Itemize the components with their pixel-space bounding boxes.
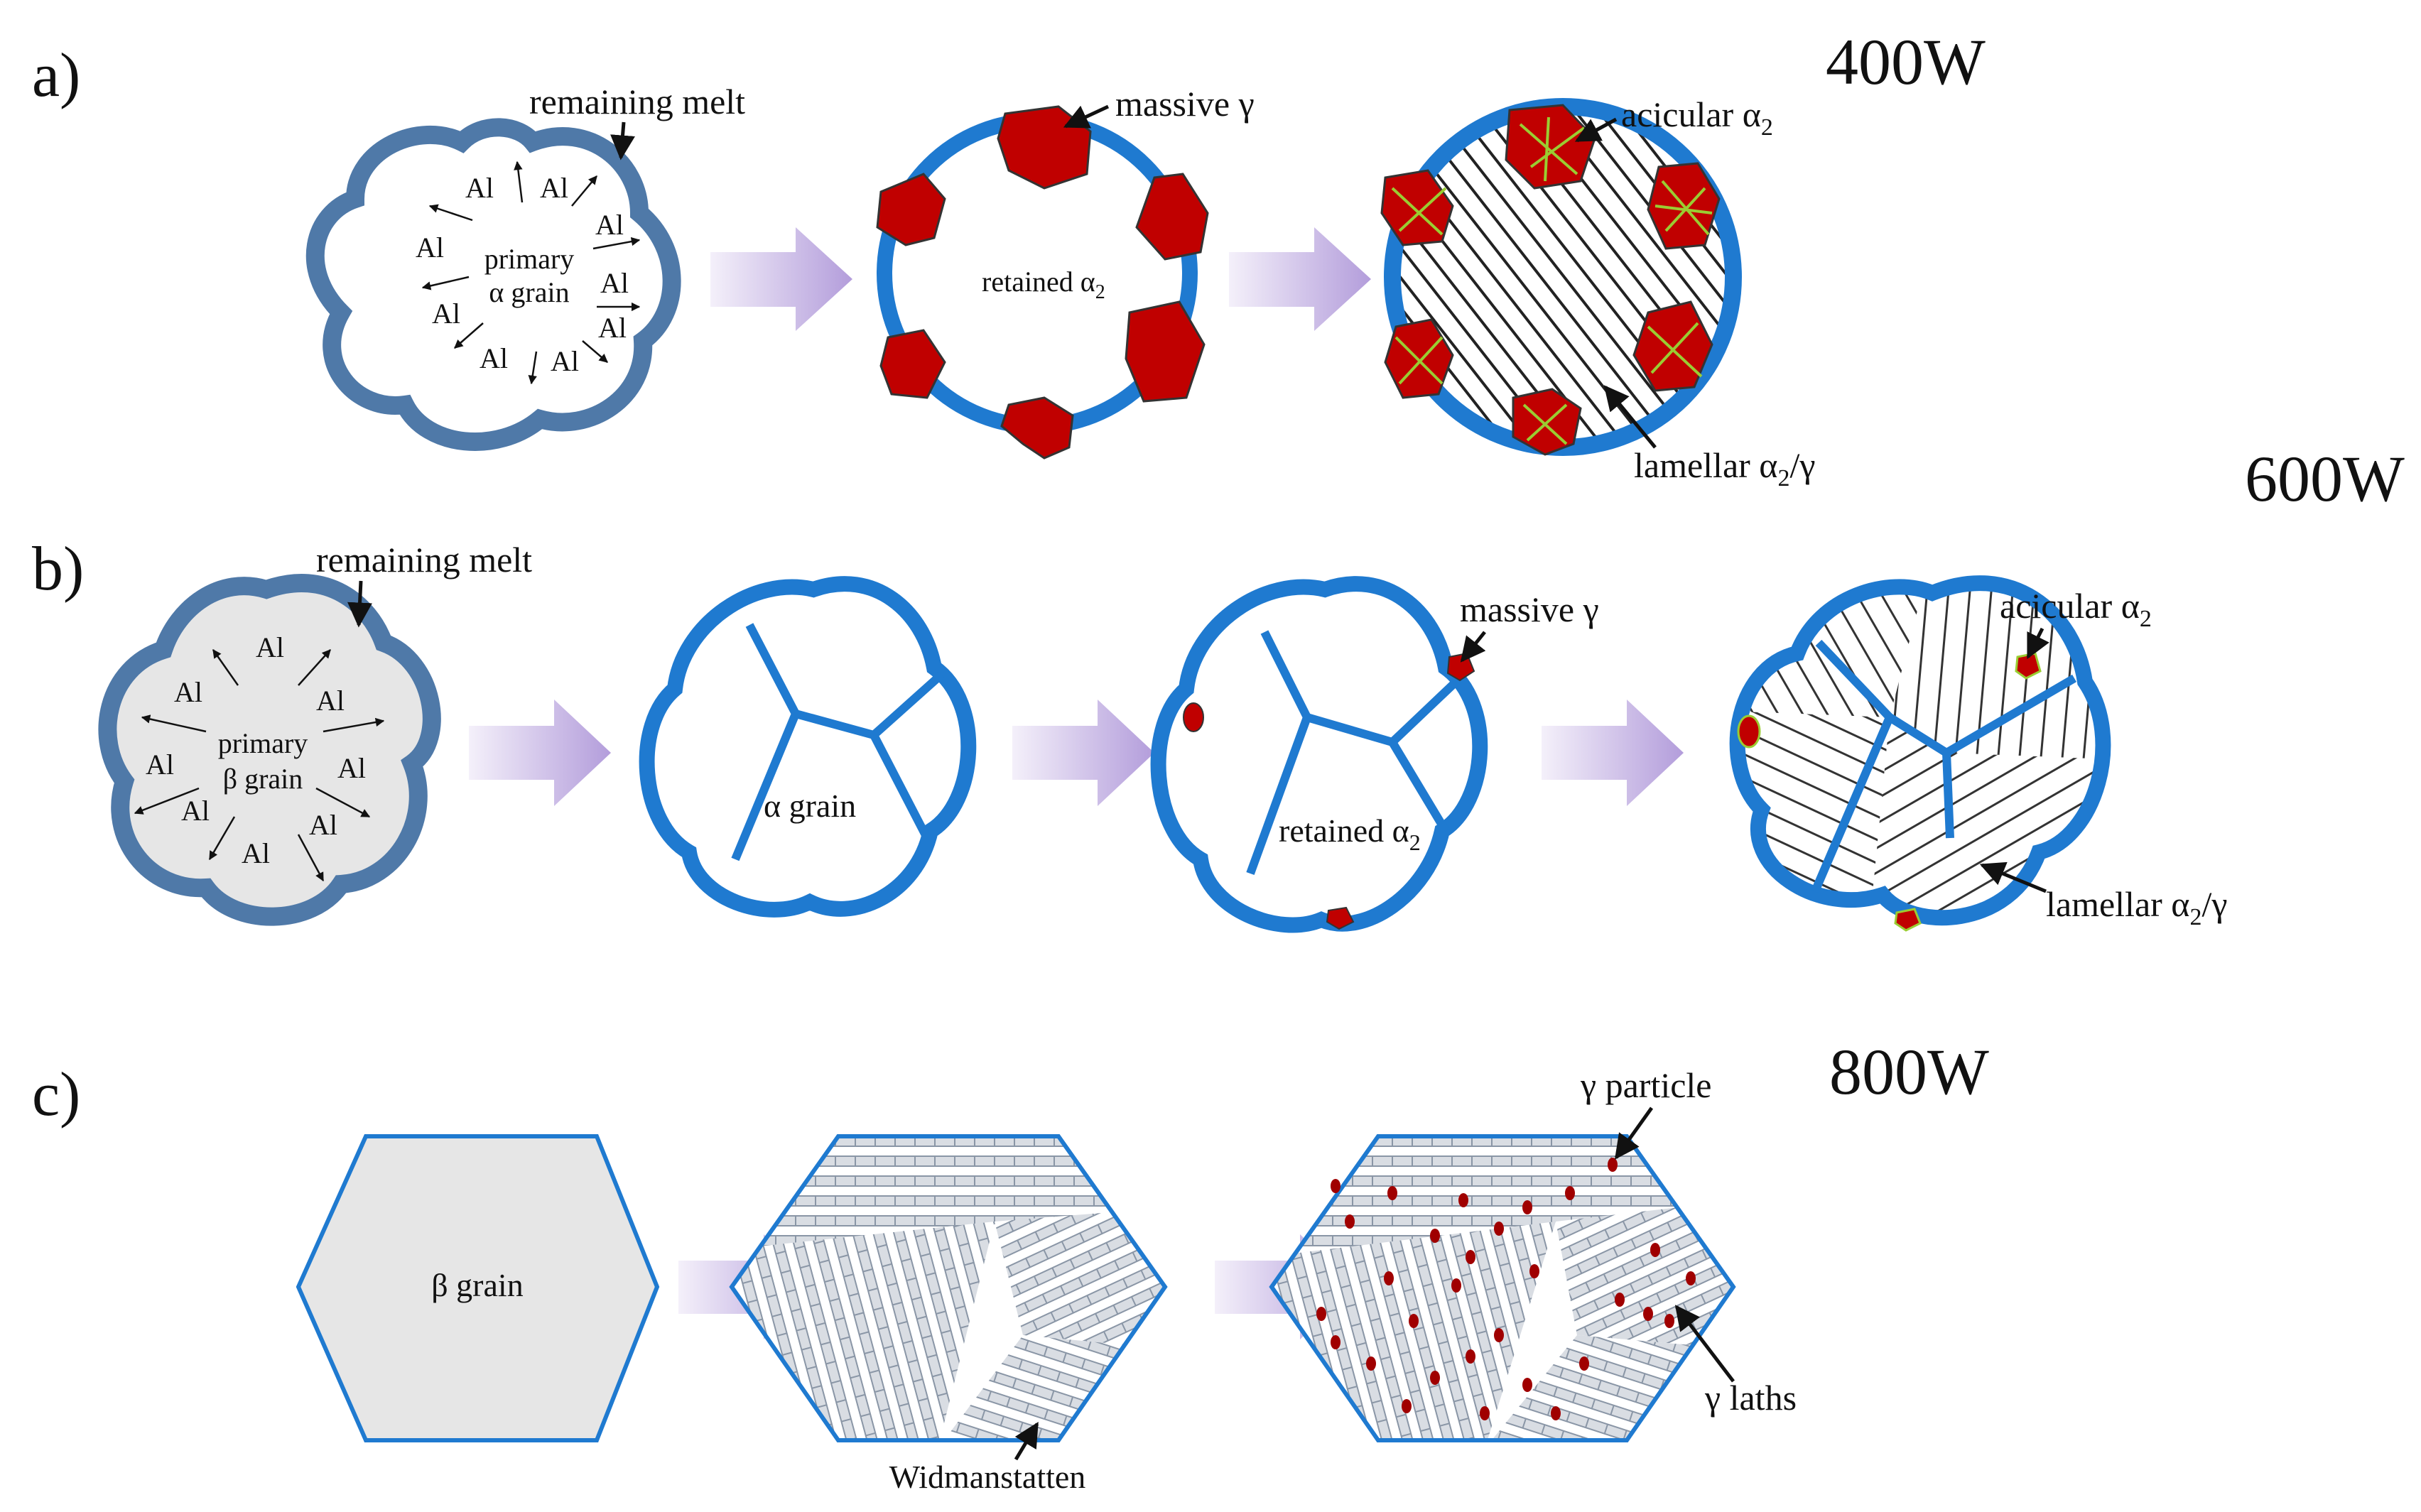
b-massive-gamma-arrow xyxy=(1460,631,1486,663)
b-primary-beta-grain: primary β grain Al Al Al Al Al Al Al Al … xyxy=(98,540,532,926)
c-gamma-particle-arrow xyxy=(1614,1106,1654,1160)
a-lamellar-stage: acicular α2 lamellar α2/γ xyxy=(1380,94,1816,491)
a-massive-gamma-arrow xyxy=(1063,104,1110,129)
b-acicular-arrow xyxy=(2026,627,2049,660)
a-remaining-melt-label: remaining melt xyxy=(529,82,745,121)
a-lamellar-label: lamellar α2/γ xyxy=(1634,445,1816,491)
panel-c-power: 800W xyxy=(1829,1035,1989,1108)
c-widmanstatten-label: Widmanstatten xyxy=(889,1459,1086,1495)
b-primary-text: primary xyxy=(218,727,308,759)
c-gamma-particle-label: γ particle xyxy=(1580,1065,1712,1105)
al-arrow xyxy=(571,175,597,207)
b-al-label: Al xyxy=(181,795,210,827)
a-al-label: Al xyxy=(416,232,444,263)
panel-a: a) 400W primary α grain Al Al Al Al Al A… xyxy=(32,26,1986,491)
b-retained-alpha2-label: retained α2 xyxy=(1279,812,1421,855)
process-arrow xyxy=(1012,700,1154,806)
b-lamellar-stage: acicular α2 lamellar α2/γ xyxy=(1729,575,2228,932)
b-al-label: Al xyxy=(309,809,337,841)
panel-b-label: b) xyxy=(32,535,84,604)
a-massive-gamma-stage: retained α2 massive γ xyxy=(876,84,1255,459)
al-arrow xyxy=(141,714,207,733)
al-arrow xyxy=(514,161,524,203)
c-widmanstatten-stage: Widmanstatten xyxy=(729,1134,1168,1495)
al-arrow xyxy=(592,236,641,250)
a-al-label: Al xyxy=(600,267,629,299)
panel-a-power: 400W xyxy=(1826,26,1986,98)
a-al-label: Al xyxy=(480,342,508,374)
b-acicular-label: acicular α2 xyxy=(2000,586,2152,632)
al-arrow xyxy=(208,816,236,861)
a-al-label: Al xyxy=(540,172,568,204)
c-widmanstatten-arrow xyxy=(1014,1421,1039,1461)
process-arrow xyxy=(1229,227,1371,331)
a-alpha-grain-text: α grain xyxy=(489,276,569,308)
al-arrow xyxy=(212,648,239,686)
a-massive-gamma-label: massive γ xyxy=(1115,84,1255,124)
process-arrow xyxy=(469,700,611,806)
b-beta-grain-text: β grain xyxy=(223,763,303,795)
a-primary-alpha-grain: primary α grain Al Al Al Al Al Al Al Al … xyxy=(305,82,745,451)
al-arrow xyxy=(323,717,385,733)
b-remaining-melt-arrow xyxy=(347,580,373,628)
a-al-label: Al xyxy=(551,345,579,377)
al-arrow xyxy=(528,351,538,385)
b-massive-gamma-stage: retained α2 massive γ xyxy=(1150,576,1599,933)
al-arrow xyxy=(421,276,470,290)
a-acicular-arrow xyxy=(1574,117,1618,143)
a-acicular-label: acicular α2 xyxy=(1621,94,1773,141)
b-alpha-grain-stage: α grain xyxy=(639,576,977,918)
b-al-label: Al xyxy=(256,631,284,663)
c-gamma-laths-label: γ laths xyxy=(1704,1378,1797,1418)
c-gamma-stage: γ particle γ laths xyxy=(1269,1065,1797,1442)
al-arrow xyxy=(298,649,331,686)
al-arrow xyxy=(454,322,484,349)
b-massive-gamma-label: massive γ xyxy=(1460,589,1599,629)
c-gamma-laths-arrow xyxy=(1674,1305,1735,1383)
panel-b-power: 600W xyxy=(2245,442,2405,515)
a-retained-alpha2-label: retained α2 xyxy=(982,266,1105,303)
b-al-label: Al xyxy=(337,752,366,784)
al-arrow xyxy=(582,340,608,363)
al-arrow xyxy=(297,834,325,882)
b-al-label: Al xyxy=(316,685,345,717)
panel-c: c) 800W β grain Widmanstatten xyxy=(32,1035,1989,1495)
panel-c-label: c) xyxy=(32,1060,80,1129)
b-remaining-melt-label: remaining melt xyxy=(316,540,532,580)
process-arrow xyxy=(710,227,852,331)
a-remaining-melt-arrow xyxy=(610,121,635,161)
acicular-needles xyxy=(1391,116,1713,445)
a-al-label: Al xyxy=(595,209,624,241)
b-lamellar-label: lamellar α2/γ xyxy=(2046,884,2228,930)
c-beta-grain: β grain xyxy=(296,1134,660,1442)
a-al-label: Al xyxy=(598,312,627,344)
b-al-label: Al xyxy=(174,676,202,708)
panel-a-label: a) xyxy=(32,41,80,110)
b-al-label: Al xyxy=(146,749,174,781)
al-arrow xyxy=(315,787,371,818)
al-arrow xyxy=(134,787,200,815)
process-arrow xyxy=(1542,700,1684,806)
gamma-particles xyxy=(1316,1158,1696,1420)
b-alpha-grain-label: α grain xyxy=(764,788,856,824)
a-al-label: Al xyxy=(432,298,460,330)
a-lamellar-arrow xyxy=(1603,385,1657,449)
b-al-label: Al xyxy=(242,837,270,869)
al-arrow xyxy=(428,204,473,222)
a-al-label: Al xyxy=(465,172,494,204)
panel-b: 600W b) primary β grain Al Al Al Al Al A… xyxy=(32,442,2405,933)
c-beta-grain-label: β grain xyxy=(431,1267,523,1303)
b-lamellar-arrow xyxy=(1979,861,2047,893)
a-primary-text: primary xyxy=(484,243,575,275)
